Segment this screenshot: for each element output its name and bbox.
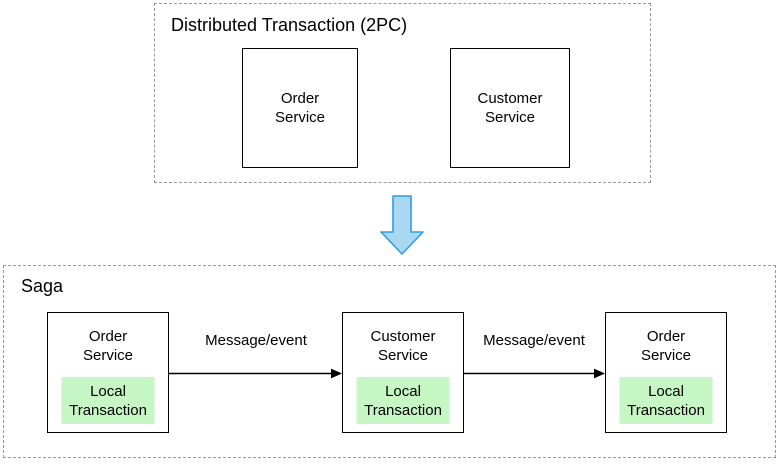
saga-customer-service-label: Customer Service: [370, 328, 436, 364]
message-event-arrow-2: [464, 368, 605, 379]
message-event-arrow-1: [169, 368, 342, 379]
customer-service-label: Customer Service: [477, 90, 543, 126]
saga-order-service-label: Order Service: [82, 328, 134, 364]
arrowhead-icon: [594, 368, 605, 379]
saga-order-service-label-2: Order Service: [640, 328, 692, 364]
customer-service-node: Customer Service: [450, 48, 570, 168]
down-arrow-shape: [381, 196, 423, 254]
order-service-node: Order Service: [242, 48, 358, 168]
saga-order-service-node: Order Service Local Transaction: [47, 312, 169, 433]
local-transaction-badge: Local Transaction: [61, 377, 155, 424]
saga-order-service-node-2: Order Service Local Transaction: [605, 312, 727, 433]
transition-down-arrow-icon: [380, 195, 424, 255]
local-transaction-badge: Local Transaction: [356, 377, 450, 424]
order-service-label: Order Service: [274, 90, 326, 126]
message-event-label-1: Message/event: [205, 332, 307, 349]
message-event-label-2: Message/event: [483, 332, 585, 349]
saga-customer-service-node: Customer Service Local Transaction: [342, 312, 464, 433]
local-transaction-badge: Local Transaction: [619, 377, 713, 424]
saga-group-title: Saga: [21, 276, 64, 296]
arrowhead-icon: [331, 368, 342, 379]
distributed-transaction-group: Distributed Transaction (2PC): [154, 3, 651, 183]
down-arrow-outline: [380, 195, 424, 255]
distributed-transaction-group-title: Distributed Transaction (2PC): [171, 15, 408, 35]
